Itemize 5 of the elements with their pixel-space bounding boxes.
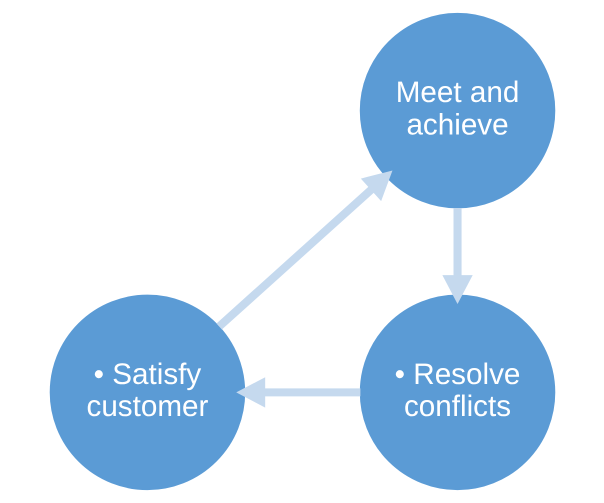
node-circle: • Satisfy customer <box>49 294 245 490</box>
node-circle: • Resolve conflicts <box>359 294 555 490</box>
arrow <box>216 170 392 330</box>
arrow <box>442 208 472 304</box>
arrow <box>236 377 360 408</box>
